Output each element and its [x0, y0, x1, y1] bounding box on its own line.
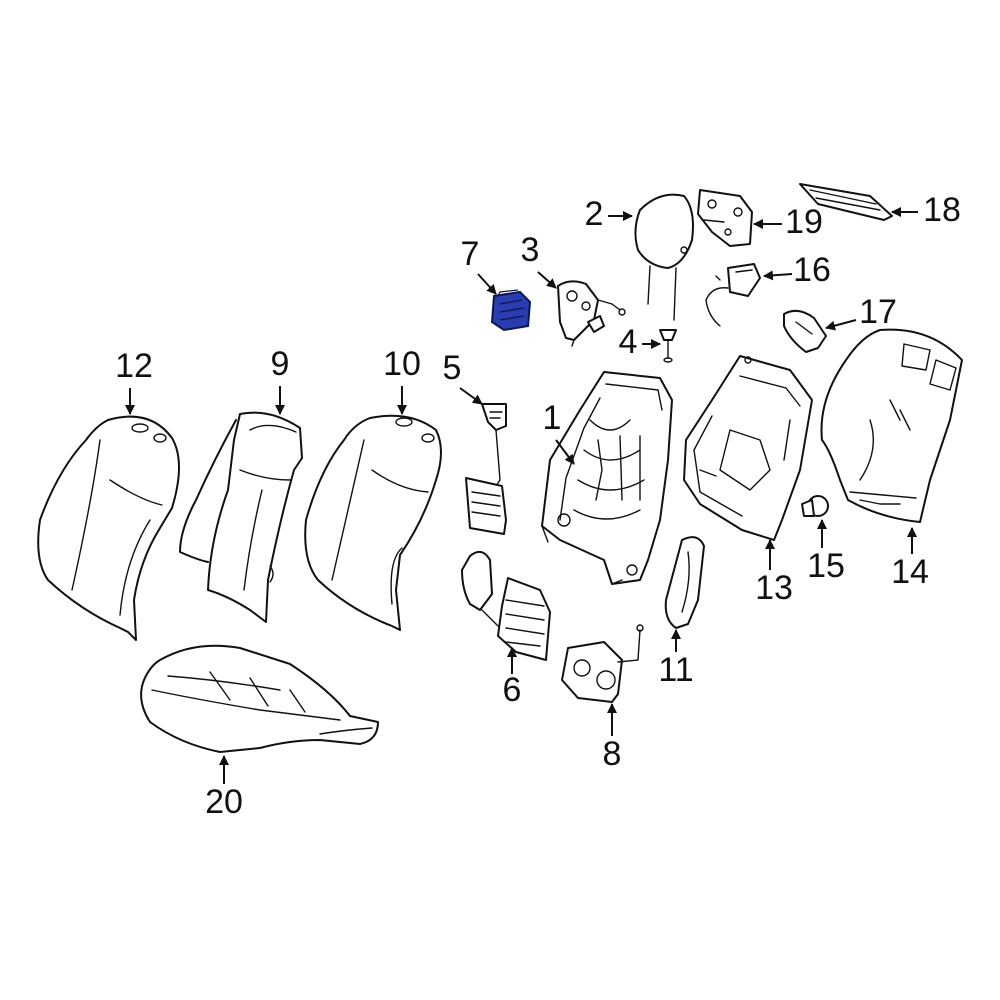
callout-19[interactable]: 19: [753, 203, 823, 241]
callout-10-label: 10: [383, 345, 421, 383]
part-1-backrest-frame[interactable]: [541, 371, 673, 585]
callout-9[interactable]: 9: [271, 345, 290, 415]
callout-4-label: 4: [619, 323, 638, 361]
part-3-valve-assembly[interactable]: [557, 280, 626, 347]
callout-5[interactable]: 5: [443, 349, 483, 405]
callout-17[interactable]: 17: [825, 293, 897, 331]
callout-15-label: 15: [807, 547, 845, 585]
part-19-bracket[interactable]: [697, 189, 753, 247]
part-20-seat-cushion[interactable]: [140, 644, 379, 753]
callout-12-label: 12: [115, 347, 153, 385]
part-8-switch-unit[interactable]: [561, 624, 644, 703]
part-2-headrest[interactable]: [634, 193, 694, 321]
callout-7[interactable]: 7: [461, 235, 497, 295]
callout-3[interactable]: 3: [521, 231, 557, 289]
callout-14-label: 14: [891, 553, 929, 591]
callout-16-label: 16: [793, 251, 831, 289]
part-17-clip[interactable]: [783, 309, 827, 353]
callout-7-label: 7: [461, 235, 480, 273]
part-16-connector-cable[interactable]: [705, 263, 761, 327]
part-10-backrest-cover[interactable]: [304, 414, 442, 631]
callout-8-label: 8: [603, 735, 622, 773]
callout-15[interactable]: 15: [807, 519, 845, 585]
part-6-lumbar-support[interactable]: [461, 550, 551, 661]
callout-12[interactable]: 12: [115, 347, 153, 415]
callout-11-label: 11: [658, 651, 693, 689]
callout-20[interactable]: 20: [205, 755, 243, 821]
callout-3-label: 3: [521, 231, 540, 269]
callout-8[interactable]: 8: [603, 703, 622, 773]
callout-1[interactable]: 1: [543, 399, 575, 465]
callout-10[interactable]: 10: [383, 345, 421, 415]
part-5-heater-harness[interactable]: [465, 403, 507, 535]
callout-17-label: 17: [859, 293, 897, 331]
callout-2[interactable]: 2: [585, 195, 633, 233]
part-15-fastener[interactable]: [801, 495, 829, 517]
callout-18[interactable]: 18: [891, 191, 961, 229]
callout-5-label: 5: [443, 349, 462, 387]
callout-20-label: 20: [205, 783, 243, 821]
callout-2-label: 2: [585, 195, 604, 233]
callout-13-label: 13: [755, 569, 793, 607]
part-11-side-cover[interactable]: [664, 536, 705, 629]
part-18-trim-strip[interactable]: [799, 183, 893, 221]
callout-19-label: 19: [785, 203, 823, 241]
callout-4[interactable]: 4: [619, 323, 661, 361]
callout-11[interactable]: 11: [658, 629, 694, 689]
callout-6-label: 6: [503, 671, 522, 709]
callout-18-label: 18: [923, 191, 961, 229]
part-14-backrest-shell[interactable]: [820, 328, 963, 523]
part-4-clip[interactable]: [659, 329, 677, 363]
callout-14[interactable]: 14: [891, 527, 929, 591]
callout-1-label: 1: [543, 399, 562, 437]
callout-6[interactable]: 6: [503, 647, 522, 709]
part-7-control-module[interactable]: [490, 289, 532, 332]
part-13-backrest-rear-panel[interactable]: [683, 355, 813, 541]
callout-9-label: 9: [271, 345, 290, 383]
part-12-backrest-cover[interactable]: [37, 415, 180, 641]
callout-16[interactable]: 16: [763, 251, 831, 289]
callout-13[interactable]: 13: [755, 539, 793, 607]
part-9-backrest-pad[interactable]: [179, 411, 303, 623]
